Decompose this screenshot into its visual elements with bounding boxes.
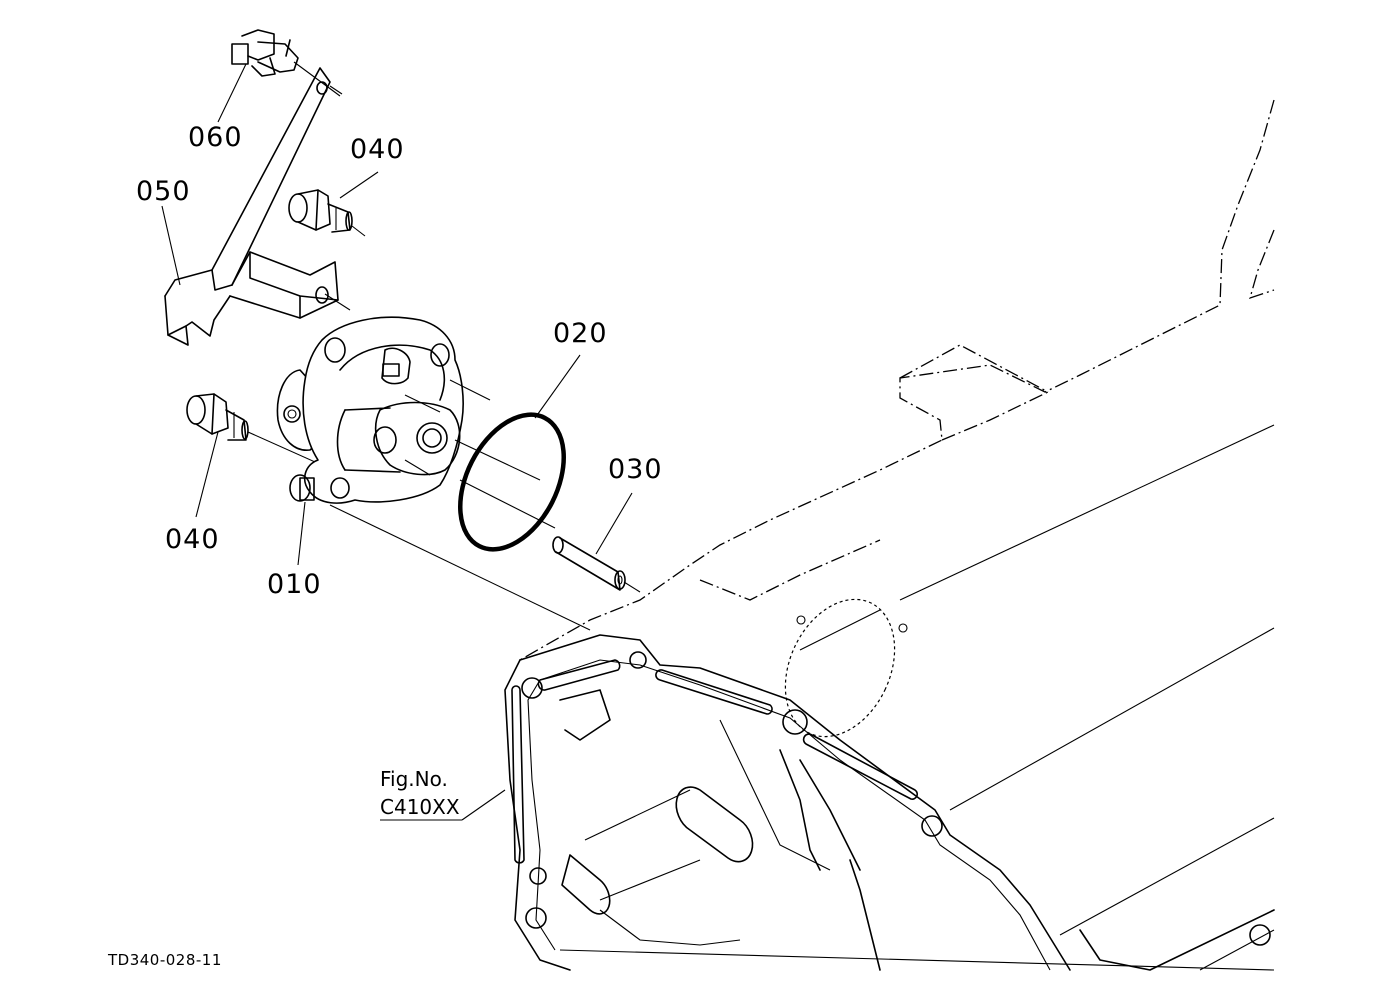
bracket-part-050 [164, 67, 351, 346]
callout-060: 060 [188, 122, 243, 153]
clip-part-060 [231, 29, 341, 97]
pin-part-030 [552, 536, 641, 593]
pump-part-010 [276, 316, 591, 631]
callout-010: 010 [267, 569, 322, 600]
callout-040-bottom: 040 [165, 524, 220, 555]
callout-030: 030 [608, 454, 663, 485]
transmission-case-outline [504, 99, 1275, 971]
o-ring-part-020 [458, 412, 566, 552]
figure-id: TD340-028-11 [107, 951, 222, 969]
callout-040-top: 040 [350, 134, 405, 165]
leader-lines [161, 63, 633, 821]
callout-020: 020 [553, 318, 608, 349]
bolt-part-040-top [288, 189, 366, 237]
fig-ref-label: Fig.No. [380, 767, 448, 791]
callout-050: 050 [136, 176, 191, 207]
fig-ref-number: C410XX [380, 795, 460, 819]
